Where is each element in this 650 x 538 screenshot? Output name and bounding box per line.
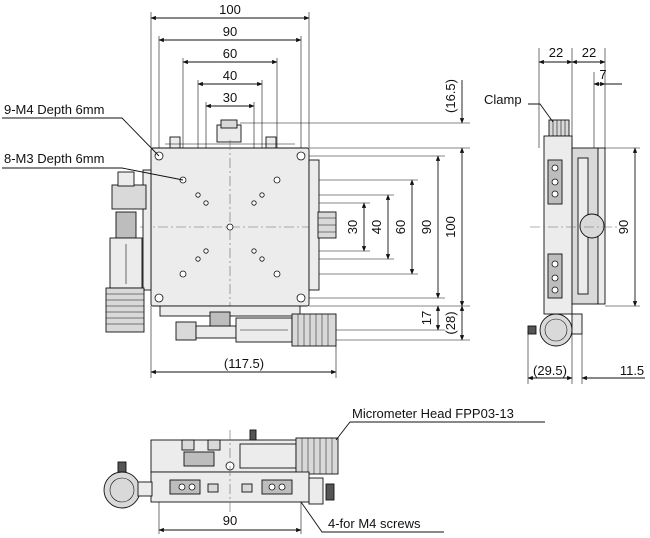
dim-11-5: 11.5	[620, 363, 644, 378]
label-clamp: Clamp	[484, 92, 522, 107]
dim-60-right: 60	[393, 220, 408, 234]
dim-30-right: 30	[345, 220, 360, 234]
label-8m3-depth: 8-M3 Depth 6mm	[4, 151, 104, 166]
leader-micrometer-head	[335, 421, 545, 441]
dim-30-top: 30	[223, 90, 237, 105]
dim-29-5: (29.5)	[533, 363, 567, 378]
label-micrometer-head: Micrometer Head FPP03-13	[352, 406, 514, 421]
dim-117-5: (117.5)	[224, 356, 264, 371]
dim-28: (28)	[443, 311, 458, 334]
label-9m4-depth: 9-M4 Depth 6mm	[4, 102, 104, 117]
side-clamp	[548, 119, 570, 137]
dim-7: 7	[599, 67, 606, 82]
dim-90-top: 90	[223, 24, 237, 39]
bottom-micrometer	[159, 305, 337, 347]
top-clamp-screw	[220, 119, 238, 129]
dim-100-top: 100	[219, 2, 241, 17]
side-view: 22 22 7 Clamp 90	[484, 45, 645, 384]
bottom-view-dial	[103, 471, 141, 509]
dim-40-right: 40	[369, 220, 384, 234]
bottom-micrometer-knurl	[297, 314, 329, 346]
dim-17: 17	[419, 311, 434, 325]
leader-9m4	[2, 117, 160, 157]
leader-clamp	[528, 103, 554, 123]
top-lock-screw	[249, 429, 257, 441]
right-dimension-lines	[361, 80, 465, 341]
m3-holes	[195, 192, 265, 262]
label-m4-screws: 4-for M4 screws	[328, 516, 421, 531]
dim-60-top: 60	[223, 46, 237, 61]
side-lock-knob	[579, 213, 605, 239]
front-view: 100 90 60 40 30	[2, 2, 470, 378]
dim-90-bottom: 90	[223, 513, 237, 528]
micrometer-head-thimble	[295, 437, 339, 475]
dim-22-right: 22	[582, 45, 596, 60]
dim-40-top: 40	[223, 68, 237, 83]
left-micrometer-knurl	[106, 293, 144, 325]
leader-8m3	[2, 167, 184, 181]
right-side-block	[308, 159, 320, 291]
dim-90-right: 90	[419, 220, 434, 234]
left-micrometer	[105, 169, 152, 333]
dim-100-right: 100	[443, 216, 458, 238]
leader-m4-screws	[300, 501, 444, 533]
top-foot-left	[169, 136, 181, 149]
dim-22-left: 22	[549, 45, 563, 60]
top-dimension-lines	[150, 15, 310, 109]
dim-90-side: 90	[616, 220, 631, 234]
bottom-view: Micrometer Head FPP03-13 90 4-for M4 scr…	[103, 406, 545, 534]
top-foot-right	[265, 136, 277, 149]
dim-16-5: (16.5)	[443, 79, 458, 113]
